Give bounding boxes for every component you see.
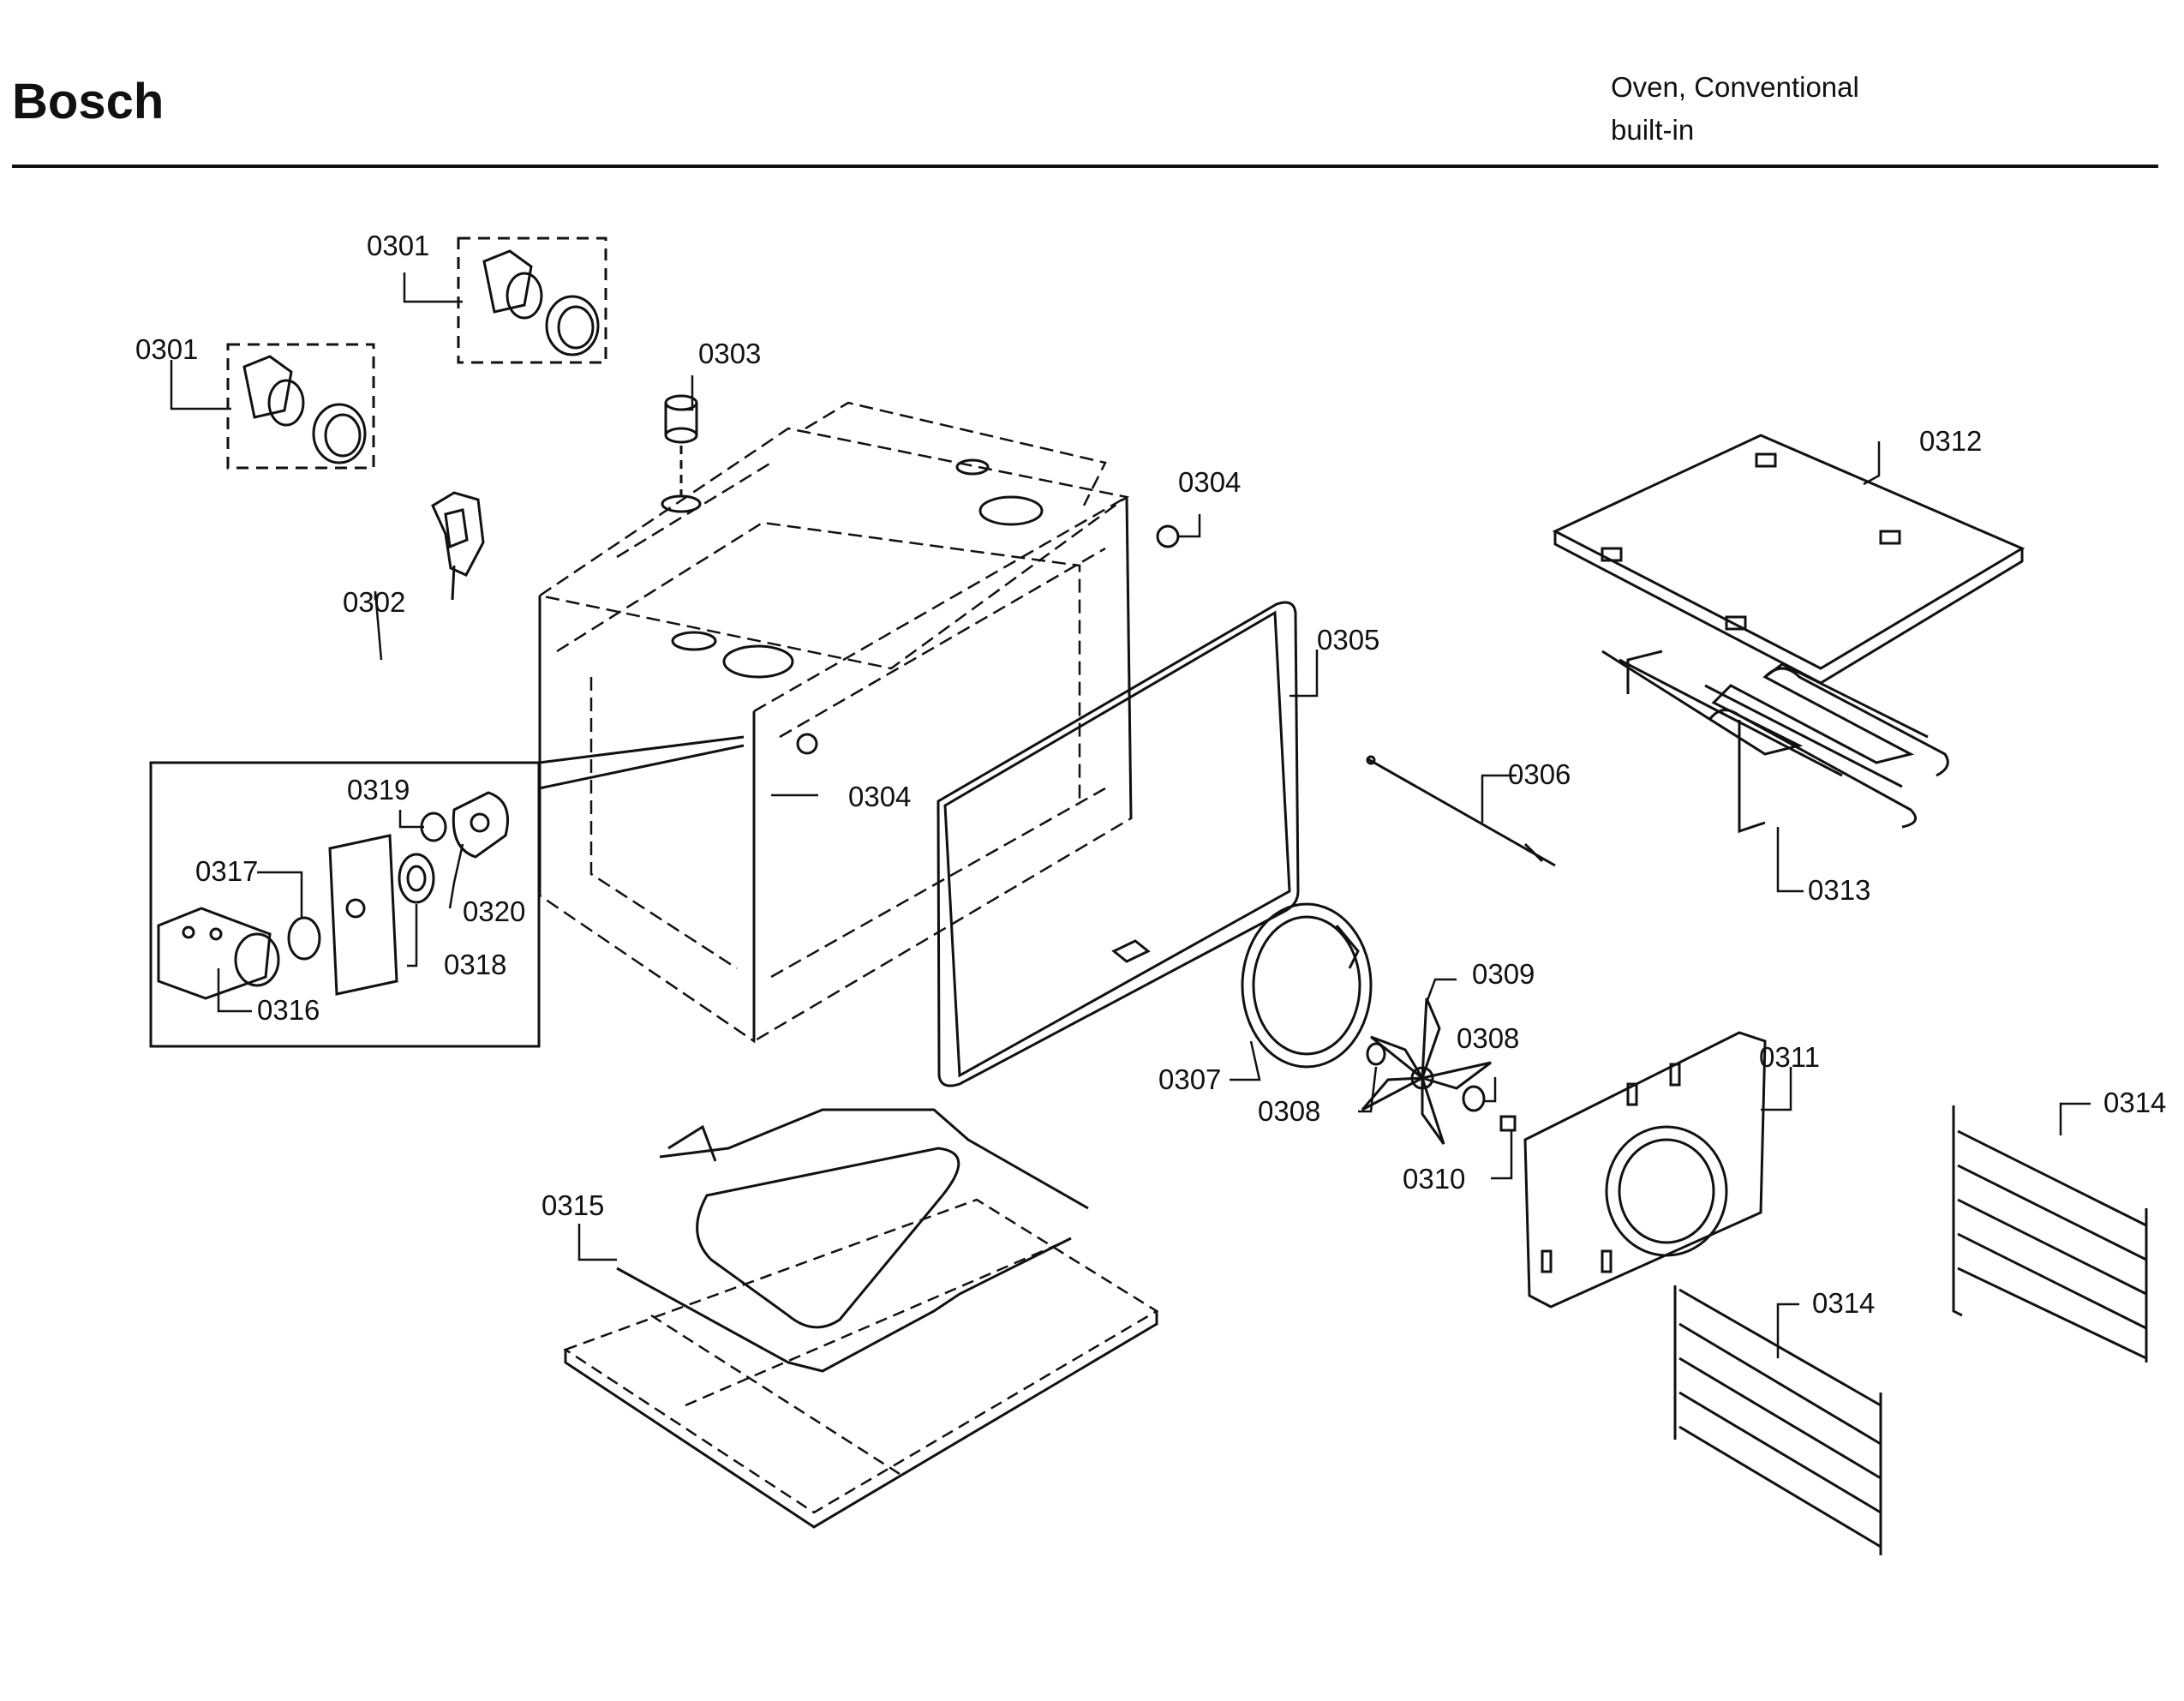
broil-shield[interactable]	[1552, 434, 2025, 685]
part-label: 0311	[1759, 1041, 1820, 1073]
rack-support-right[interactable]	[1952, 1105, 2148, 1363]
nut-upper[interactable]	[1156, 524, 1180, 548]
temperature-sensor[interactable]	[1366, 755, 1556, 867]
leader-lines	[170, 273, 2091, 1358]
washer-left[interactable]	[1366, 1042, 1386, 1066]
part-label: 0302	[343, 586, 405, 618]
part-label: 0319	[347, 774, 410, 806]
product-type: Oven, Conventional	[1611, 71, 1859, 103]
part-label: 0310	[1403, 1163, 1465, 1195]
part-label: 0304	[848, 781, 911, 812]
roller[interactable]	[452, 791, 509, 859]
part-label: 0314	[1812, 1287, 1875, 1319]
part-label: 0313	[1808, 874, 1870, 906]
part-label: 0308	[1457, 1022, 1519, 1054]
part-label: 0301	[367, 230, 429, 261]
oven-bottom-panel	[563, 1198, 1159, 1514]
part-label: 0307	[1158, 1063, 1221, 1095]
part-label: 0320	[463, 895, 525, 927]
part-label: 0315	[542, 1189, 604, 1221]
hinge-receiver[interactable]	[157, 907, 280, 1000]
part-label: 0308	[1258, 1095, 1320, 1127]
oven-bottom-panel-edge	[564, 1311, 1158, 1529]
washer-right[interactable]	[1462, 1085, 1486, 1112]
part-label: 0317	[195, 855, 258, 887]
header-divider	[12, 165, 2158, 168]
spring[interactable]	[287, 916, 321, 961]
door-lock-motor[interactable]	[431, 491, 485, 601]
hinge-detail-inset	[149, 735, 745, 1048]
product-subtype: built-in	[1611, 114, 1695, 146]
convection-element[interactable]	[1241, 902, 1373, 1069]
lamp-assembly-lower[interactable]	[226, 343, 375, 470]
fan-nut[interactable]	[1499, 1115, 1517, 1132]
part-label: 0312	[1919, 425, 1982, 457]
brand-name: Bosch	[12, 74, 165, 129]
spacer[interactable]	[420, 812, 447, 842]
hinge-plate	[328, 834, 398, 996]
broil-element[interactable]	[1601, 650, 1949, 834]
part-label: 0305	[1317, 624, 1379, 656]
part-label: 0309	[1472, 958, 1535, 990]
lamp-assembly-upper[interactable]	[457, 237, 607, 364]
oven-cavity	[536, 401, 1133, 1044]
oven-cavity-outline	[538, 458, 1133, 1041]
fan-blade[interactable]	[1361, 997, 1492, 1145]
part-label: 0318	[444, 949, 506, 980]
part-label: 0316	[257, 994, 320, 1026]
part-label: 0314	[2103, 1087, 2166, 1118]
door-gasket[interactable]	[936, 601, 1300, 1087]
part-label: 0306	[1508, 758, 1571, 790]
vent-tube[interactable]	[664, 394, 698, 497]
fan-cover[interactable]	[1523, 1031, 1767, 1309]
rack-support-lower[interactable]	[1673, 1285, 1882, 1555]
bushing[interactable]	[398, 853, 435, 904]
nut-lower[interactable]	[796, 733, 818, 755]
bake-element[interactable]	[616, 1108, 1089, 1373]
part-label: 0304	[1178, 466, 1241, 498]
part-label: 0301	[135, 333, 198, 365]
part-label: 0303	[698, 338, 761, 369]
